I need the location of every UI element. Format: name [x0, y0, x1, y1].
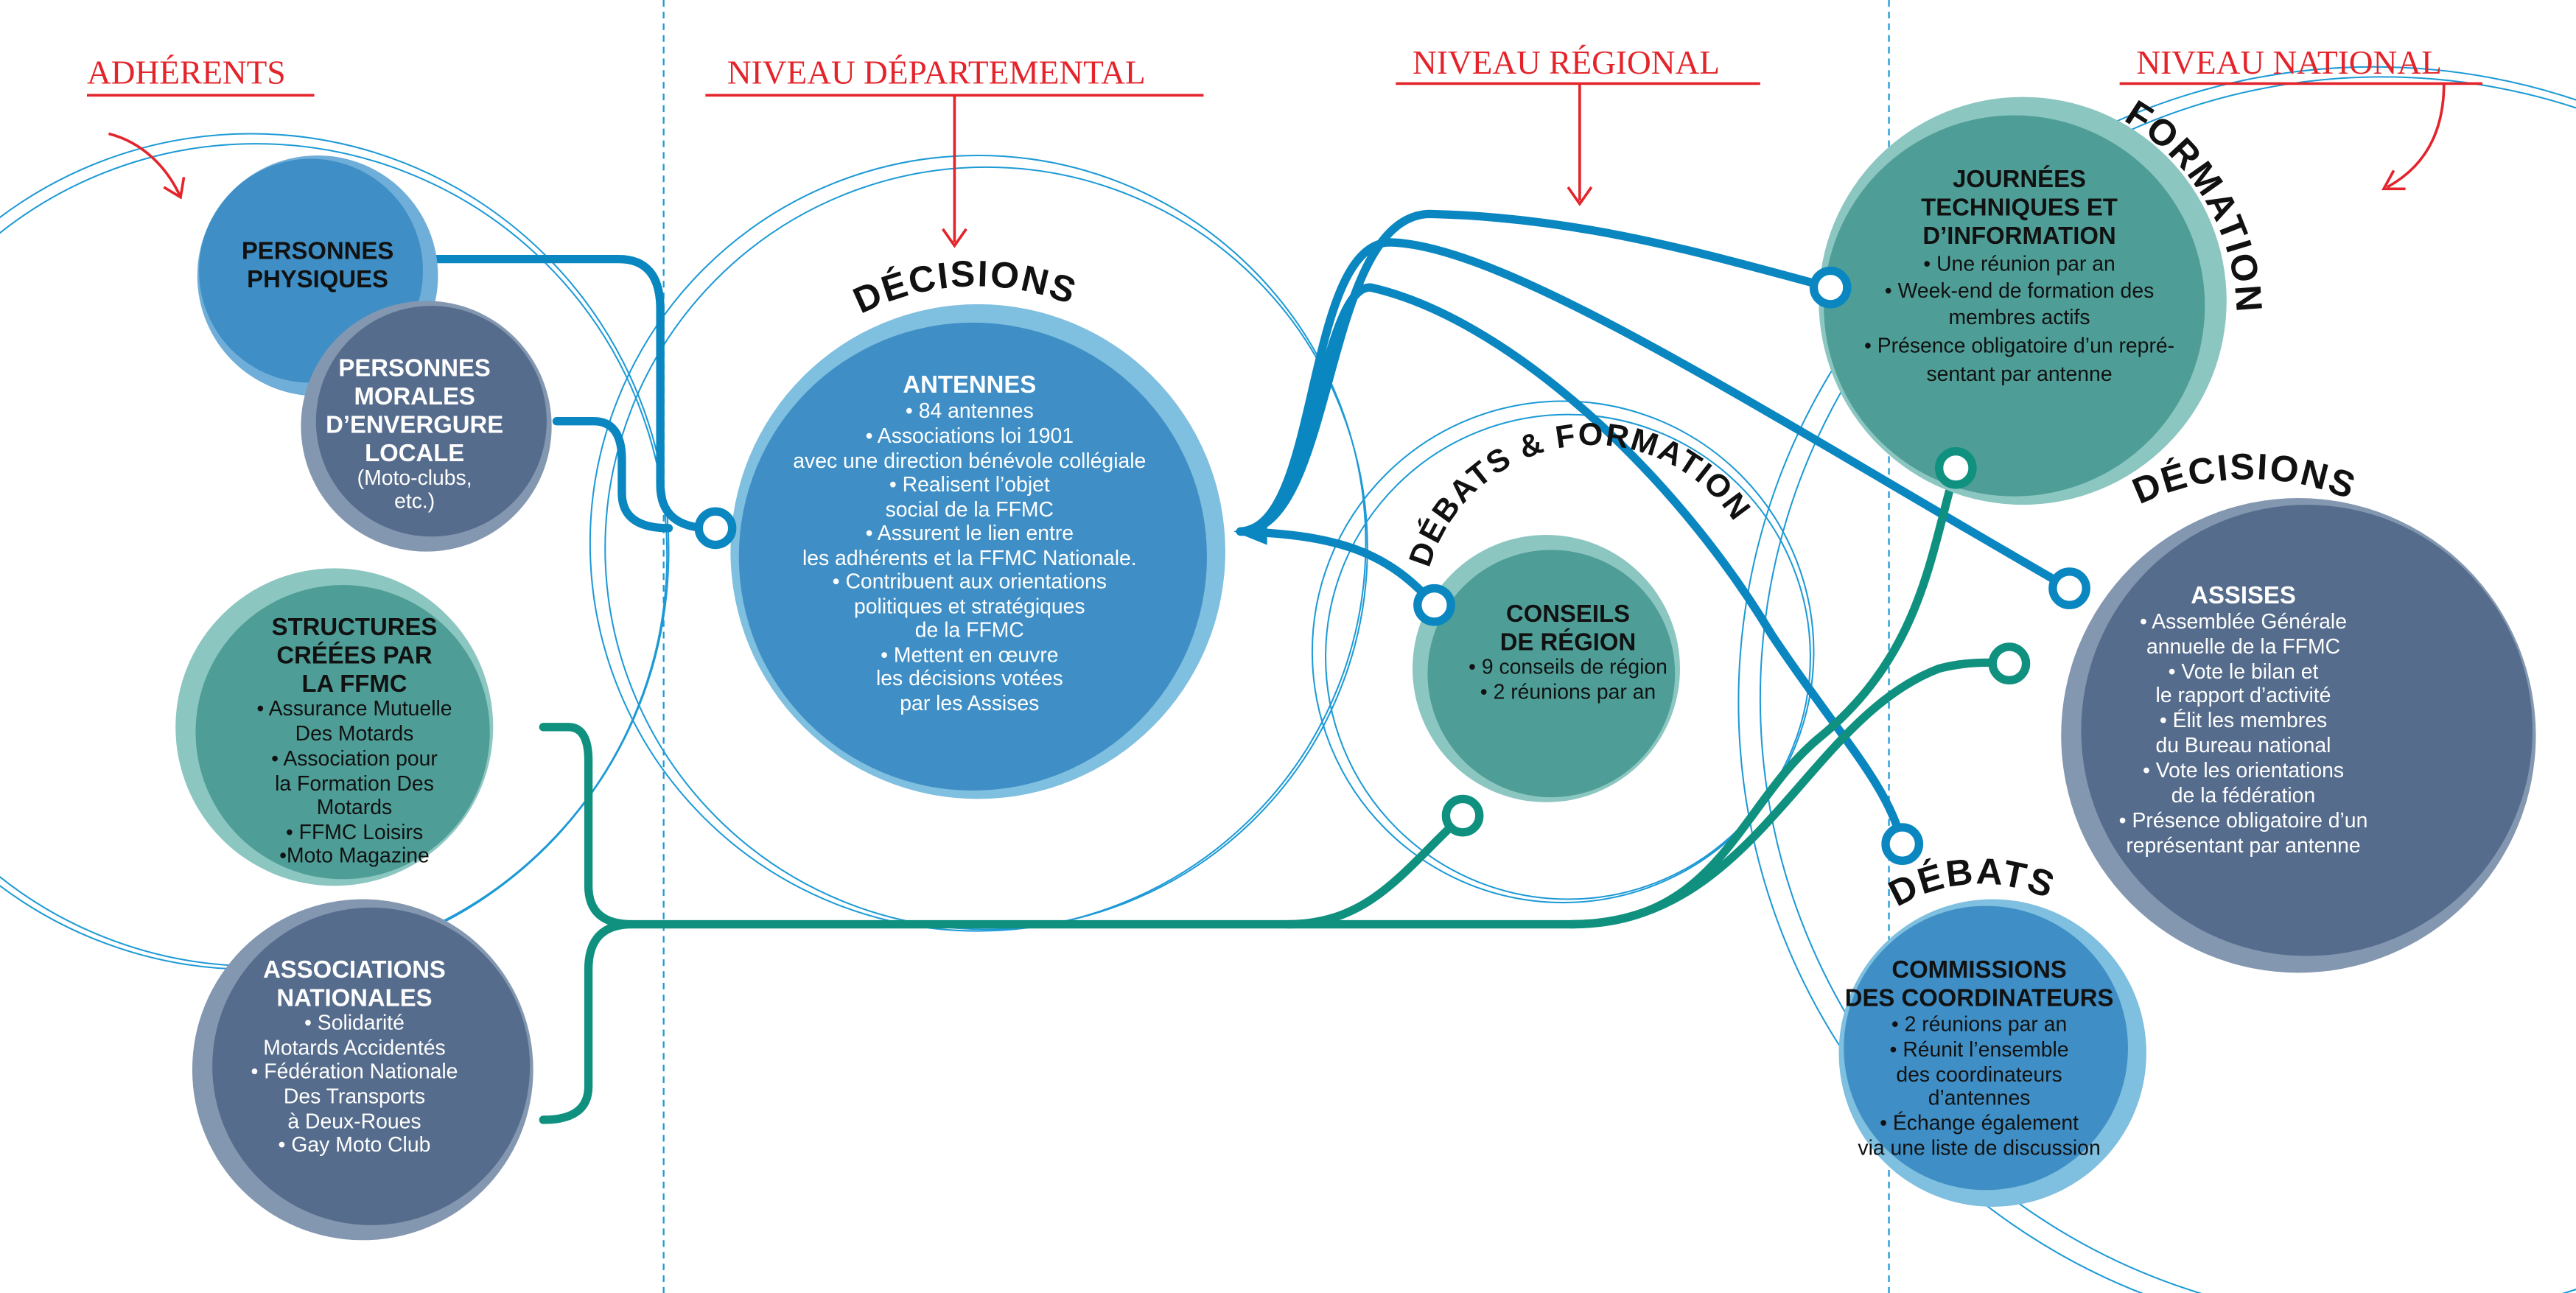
svg-text:•Moto Magazine: •Moto Magazine [279, 844, 430, 868]
svg-text:ASSISES: ASSISES [2191, 581, 2296, 609]
blue-connections [427, 209, 2074, 849]
circle-antennes: ANTENNES • 84 antennes • Associations lo… [730, 304, 1225, 799]
svg-text:NIVEAU NATIONAL: NIVEAU NATIONAL [2136, 44, 2441, 81]
svg-text:JOURNÉES: JOURNÉES [1953, 165, 2086, 192]
connection-nodes [694, 266, 2090, 866]
svg-text:• Gay Moto Club: • Gay Moto Club [279, 1133, 431, 1157]
svg-text:• Réunit l’ensemble: • Réunit l’ensemble [1890, 1038, 2069, 1062]
svg-text:• Fédération Nationale: • Fédération Nationale [251, 1059, 458, 1083]
svg-text:membres actifs: membres actifs [1948, 306, 2090, 329]
svg-text:CRÉÉES PAR: CRÉÉES PAR [276, 642, 433, 669]
svg-text:• 2 réunions par an: • 2 réunions par an [1891, 1013, 2067, 1037]
svg-text:• Assurance Mutuelle: • Assurance Mutuelle [256, 697, 452, 721]
svg-text:à Deux-Roues: à Deux-Roues [287, 1110, 421, 1133]
svg-text:ASSOCIATIONS: ASSOCIATIONS [263, 956, 446, 983]
header-adherents: ADHÉRENTS [87, 54, 315, 200]
svg-text:social de la FFMC: social de la FFMC [886, 498, 1054, 522]
decorative-outline-circles [0, 66, 2576, 1293]
circle-assises: ASSISES • Assemblée Générale annuelle de… [2061, 498, 2536, 973]
svg-text:représentant par antenne: représentant par antenne [2126, 834, 2360, 858]
svg-text:PERSONNES: PERSONNES [242, 237, 393, 264]
svg-text:politiques et stratégiques: politiques et stratégiques [854, 595, 1085, 619]
svg-text:Des Transports: Des Transports [284, 1084, 425, 1108]
svg-text:• Vote les orientations: • Vote les orientations [2143, 759, 2344, 782]
svg-text:DE RÉGION: DE RÉGION [1500, 628, 1637, 655]
svg-text:• Élit les membres: • Élit les membres [2160, 709, 2327, 732]
svg-text:PHYSIQUES: PHYSIQUES [247, 265, 388, 292]
svg-text:par les Assises: par les Assises [900, 692, 1039, 715]
svg-text:• 84 antennes: • 84 antennes [906, 399, 1034, 423]
svg-text:avec une direction bénévole co: avec une direction bénévole collégiale [793, 449, 1146, 473]
circle-journees-techniques: JOURNÉES TECHNIQUES ET D’INFORMATION • U… [1819, 97, 2227, 505]
svg-text:• 9 conseils de région: • 9 conseils de région [1469, 655, 1667, 679]
svg-text:• Realisent l’objet: • Realisent l’objet [889, 473, 1050, 497]
svg-text:les décisions votées: les décisions votées [876, 667, 1063, 690]
svg-text:• Échange également: • Échange également [1880, 1112, 2079, 1135]
svg-text:NATIONALES: NATIONALES [276, 984, 432, 1012]
svg-text:ADHÉRENTS: ADHÉRENTS [87, 54, 286, 91]
svg-text:D’INFORMATION: D’INFORMATION [1922, 222, 2115, 249]
circle-conseils-region: CONSEILS DE RÉGION • 9 conseils de régio… [1413, 534, 1680, 802]
svg-text:LOCALE: LOCALE [365, 439, 464, 466]
svg-text:CONSEILS: CONSEILS [1506, 600, 1630, 627]
svg-text:sentant par antenne: sentant par antenne [1926, 362, 2112, 386]
circle-structures-ffmc: STRUCTURES CRÉÉES PAR LA FFMC • Assuranc… [175, 568, 494, 886]
svg-text:NIVEAU RÉGIONAL: NIVEAU RÉGIONAL [1413, 44, 1720, 81]
svg-text:• 2 réunions par an: • 2 réunions par an [1480, 680, 1656, 704]
svg-text:• Mettent en œuvre: • Mettent en œuvre [881, 643, 1059, 667]
svg-text:• Association pour: • Association pour [271, 747, 438, 771]
svg-text:• Associations loi 1901: • Associations loi 1901 [866, 424, 1074, 448]
svg-text:Motards Accidentés: Motards Accidentés [263, 1036, 445, 1059]
svg-text:• FFMC Loisirs: • FFMC Loisirs [286, 821, 423, 844]
svg-text:d’antennes: d’antennes [1928, 1087, 2031, 1110]
svg-text:TECHNIQUES ET: TECHNIQUES ET [1921, 194, 2118, 221]
svg-text:• Présence obligatoire d’un re: • Présence obligatoire d’un repré- [1864, 334, 2174, 358]
svg-text:du Bureau national: du Bureau national [2156, 734, 2331, 757]
svg-text:ANTENNES: ANTENNES [903, 371, 1036, 398]
svg-text:• Week-end de formation des: • Week-end de formation des [1885, 279, 2154, 303]
svg-text:MORALES: MORALES [354, 382, 475, 410]
svg-text:(Moto-clubs,: (Moto-clubs, [357, 466, 472, 490]
svg-text:• Solidarité: • Solidarité [304, 1011, 405, 1034]
svg-text:STRUCTURES: STRUCTURES [272, 613, 438, 640]
circle-commissions-coordinateurs: COMMISSIONS DES COORDINATEURS • 2 réunio… [1838, 899, 2146, 1207]
header-regional: NIVEAU RÉGIONAL [1396, 44, 1760, 206]
svg-text:des coordinateurs: des coordinateurs [1896, 1063, 2062, 1087]
svg-text:PERSONNES: PERSONNES [338, 354, 490, 381]
svg-text:• Vote le bilan et: • Vote le bilan et [2169, 660, 2319, 684]
svg-text:de la fédération: de la fédération [2171, 784, 2315, 807]
svg-text:• Assurent le lien entre: • Assurent le lien entre [866, 522, 1074, 545]
svg-text:la Formation Des: la Formation Des [275, 772, 434, 796]
svg-text:les adhérents et la FFMC Natio: les adhérents et la FFMC Nationale. [802, 547, 1137, 570]
svg-text:le rapport d’activité: le rapport d’activité [2156, 684, 2331, 707]
svg-text:etc.): etc.) [394, 490, 435, 514]
circle-associations-nationales: ASSOCIATIONS NATIONALES • Solidarité Mot… [192, 899, 533, 1241]
arrow-head-icon [1233, 518, 1267, 545]
svg-text:COMMISSIONS: COMMISSIONS [1891, 956, 2066, 983]
svg-text:• Présence obligatoire d’un: • Présence obligatoire d’un [2119, 809, 2368, 833]
svg-text:LA FFMC: LA FFMC [301, 670, 407, 697]
circle-personnes-morales: PERSONNES MORALES D’ENVERGURE LOCALE (Mo… [301, 301, 552, 552]
svg-text:annuelle de la FFMC: annuelle de la FFMC [2146, 635, 2340, 659]
svg-text:via une liste de discussion: via une liste de discussion [1858, 1137, 2100, 1160]
header-departemental: NIVEAU DÉPARTEMENTAL [705, 54, 1204, 248]
svg-text:• Contribuent aux orientations: • Contribuent aux orientations [833, 570, 1107, 594]
svg-text:DES COORDINATEURS: DES COORDINATEURS [1845, 984, 2114, 1012]
svg-text:Des Motards: Des Motards [295, 722, 414, 746]
header-national: NIVEAU NATIONAL [2119, 44, 2482, 191]
svg-text:• Assemblée Générale: • Assemblée Générale [2140, 610, 2347, 634]
svg-text:D’ENVERGURE: D’ENVERGURE [326, 411, 503, 438]
teal-connections [539, 463, 2014, 1124]
svg-text:Motards: Motards [317, 796, 392, 819]
svg-text:de la FFMC: de la FFMC [915, 618, 1024, 642]
svg-text:• Une réunion par an: • Une réunion par an [1923, 253, 2115, 276]
svg-text:NIVEAU DÉPARTEMENTAL: NIVEAU DÉPARTEMENTAL [727, 54, 1146, 91]
